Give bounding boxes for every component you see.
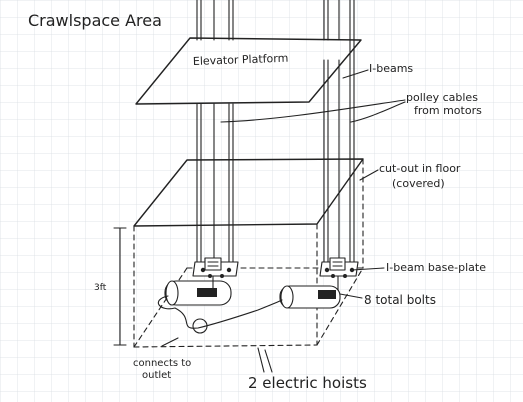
leader-lines xyxy=(161,69,406,373)
height-label: 3ft xyxy=(94,283,107,293)
right-electric-hoist xyxy=(279,275,341,309)
left-ibeams-upper xyxy=(196,0,234,41)
elevator-platform xyxy=(135,37,362,105)
height-dimension xyxy=(113,227,127,346)
cables-label-2: from motors xyxy=(414,104,482,117)
cutout-label-1: cut-out in floor xyxy=(379,162,461,175)
left-base-plate xyxy=(192,257,239,277)
left-ibeams-lower xyxy=(196,103,234,266)
power-cord xyxy=(157,295,283,329)
diagram-title: Crawlspace Area xyxy=(28,11,162,30)
hoists-label: 2 electric hoists xyxy=(248,374,367,392)
outlet-label-1: connects to xyxy=(133,358,191,369)
outlet-plug xyxy=(192,318,208,334)
right-base-plate xyxy=(319,257,359,277)
baseplate-label: I-beam base-plate xyxy=(386,261,486,274)
left-electric-hoist xyxy=(164,275,232,306)
cables-label-1: polley cables xyxy=(406,91,478,104)
outlet-label-2: outlet xyxy=(142,370,171,381)
left-bolt-cluster xyxy=(200,267,232,278)
bolts-label: 8 total bolts xyxy=(364,293,436,307)
ibeams-label: I-beams xyxy=(369,62,413,75)
right-ibeams-lower xyxy=(323,39,355,266)
right-ibeams-upper xyxy=(323,0,355,41)
platform-label: Elevator Platform xyxy=(193,52,289,68)
cutout-label-2: (covered) xyxy=(392,177,445,190)
